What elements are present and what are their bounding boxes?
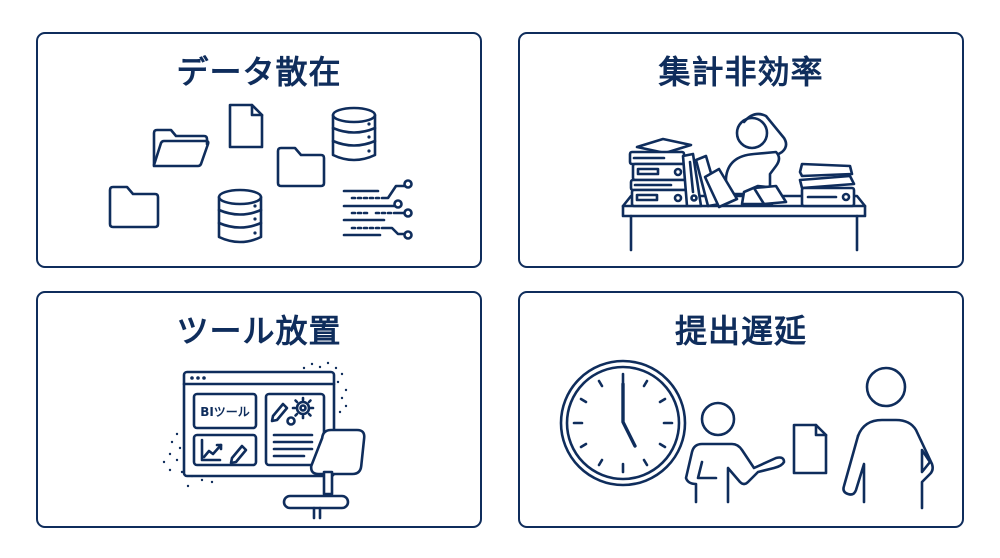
tool-neglected-illustration: BIツール xyxy=(162,361,484,530)
browser-window-icon: BIツール xyxy=(184,372,334,476)
panel-submission-delay: 提出遅延 xyxy=(518,291,964,528)
folder-open-icon xyxy=(154,130,208,166)
overwhelmed-person-icon xyxy=(726,114,786,194)
bi-tool-label: BIツール xyxy=(200,405,250,419)
gear-icon xyxy=(288,398,314,425)
person-standing-icon xyxy=(844,368,933,508)
panel-title: ツール放置 xyxy=(176,312,342,350)
paper-pile-icon xyxy=(742,186,786,204)
panel-aggregation-inefficiency: 集計非効率 xyxy=(518,32,964,268)
aggregation-inefficiency-illustration xyxy=(520,34,966,270)
document-icon xyxy=(794,425,826,473)
person-presenting-icon xyxy=(686,403,784,502)
pencil-icon xyxy=(231,446,246,463)
binder-stack-icon xyxy=(630,139,691,206)
submission-delay-illustration xyxy=(520,293,966,530)
folder-icon xyxy=(278,148,324,186)
database-icon xyxy=(333,108,375,160)
panel-tool-neglected: ツール放置 BIツール xyxy=(36,291,482,528)
panel-title: データ散在 xyxy=(176,53,342,91)
document-icon xyxy=(230,105,262,147)
wall-clock-icon xyxy=(561,361,685,485)
pencil-icon xyxy=(272,404,287,421)
chart-icon xyxy=(202,440,221,460)
office-chair-icon xyxy=(284,430,365,518)
binder-stack-icon xyxy=(800,164,854,206)
binder-stack-icon xyxy=(683,154,737,207)
database-icon xyxy=(219,190,261,242)
panel-title: 提出遅延 xyxy=(674,312,807,350)
folder-icon xyxy=(110,187,158,227)
data-circuit-icon xyxy=(344,181,412,239)
panel-title: 集計非効率 xyxy=(658,53,824,91)
panel-data-scattered: データ散在 xyxy=(36,32,482,268)
data-scattered-illustration xyxy=(38,34,484,270)
